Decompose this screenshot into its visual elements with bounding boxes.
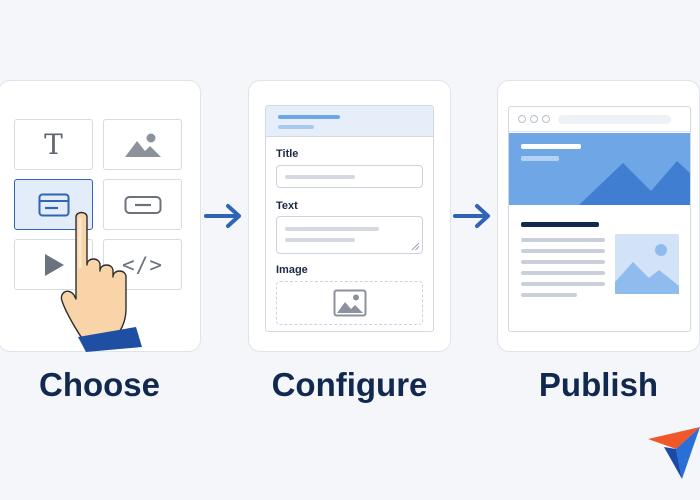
header-title-bar (278, 115, 340, 119)
article-text-line (521, 293, 577, 297)
choose-panel: T </> (0, 80, 201, 352)
image-icon (124, 133, 161, 157)
article-heading-bar (521, 222, 599, 227)
placeholder-line (285, 227, 379, 231)
step-label-choose: Choose (38, 366, 160, 403)
step-label-configure: Configure (271, 366, 428, 403)
code-icon: </> (122, 252, 163, 277)
hero-banner (509, 133, 690, 205)
card-icon (38, 193, 69, 216)
placeholder-line (285, 238, 355, 242)
config-form: Title Text Image (265, 105, 434, 332)
publish-panel (497, 80, 700, 352)
card-widget-tile[interactable] (14, 179, 93, 230)
title-input[interactable] (276, 165, 423, 188)
article-text-line (521, 260, 605, 264)
placeholder-line (285, 175, 355, 179)
form-header (266, 106, 433, 137)
text-widget-tile[interactable]: T (14, 119, 93, 170)
arrow-right-icon (204, 204, 241, 228)
image-widget-tile[interactable] (103, 119, 182, 170)
arrow-right-icon (453, 204, 490, 228)
text-area[interactable] (276, 216, 423, 254)
article-text-line (521, 271, 605, 275)
brand-logo-icon (648, 427, 700, 479)
play-icon (44, 253, 64, 276)
image-dropzone[interactable] (276, 281, 423, 325)
step-label-publish: Publish (538, 366, 659, 403)
configure-panel: Title Text Image (248, 80, 451, 352)
article-image-icon (615, 234, 679, 294)
article-text-line (521, 282, 605, 286)
mountain-icon (579, 161, 690, 205)
browser-chrome (509, 107, 690, 132)
text-icon: T (44, 128, 63, 161)
button-widget-tile[interactable] (103, 179, 182, 230)
resize-handle-icon (411, 242, 420, 251)
window-dot (542, 115, 550, 123)
pointing-hand-icon (60, 211, 142, 352)
text-field-label: Text (276, 200, 298, 212)
hero-subtitle-bar (521, 156, 559, 161)
image-field-label: Image (276, 264, 308, 276)
browser-window (508, 106, 691, 332)
hero-title-bar (521, 144, 581, 149)
article-text-line (521, 238, 605, 242)
window-dot (530, 115, 538, 123)
button-icon (124, 195, 161, 214)
window-dot (518, 115, 526, 123)
image-placeholder-icon (333, 289, 366, 317)
header-subtitle-bar (278, 125, 314, 129)
article-text-line (521, 249, 605, 253)
address-bar (558, 115, 671, 124)
title-field-label: Title (276, 148, 299, 160)
